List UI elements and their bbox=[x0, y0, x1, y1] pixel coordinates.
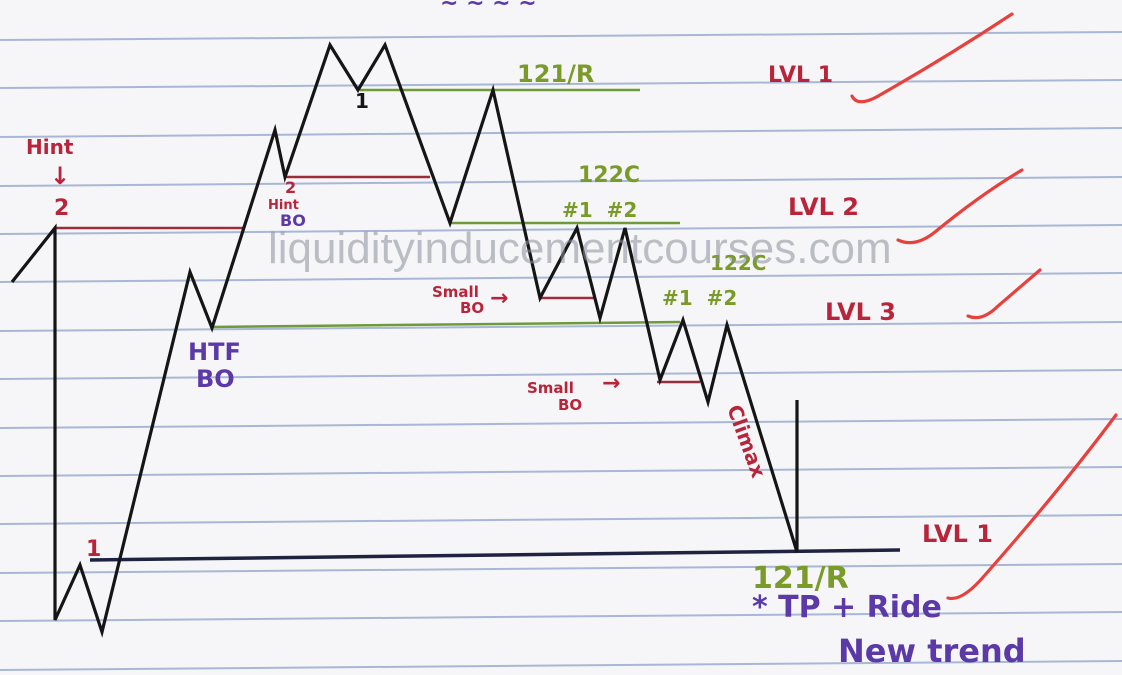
small-bo-1-label: Small bbox=[432, 283, 479, 301]
small-bo-2-label: Small bbox=[527, 379, 574, 397]
c122-b-label: 122C bbox=[710, 251, 766, 275]
check-mark-lvl2 bbox=[896, 168, 1024, 245]
c122-b-marks: #1 #2 bbox=[662, 286, 737, 310]
hint-label-top: Hint bbox=[26, 135, 74, 159]
htf-bo-label: BO bbox=[196, 365, 235, 393]
small-bo-1-label-b: BO bbox=[460, 299, 484, 317]
ruled-lines bbox=[0, 31, 1122, 671]
check-mark-lvl1-top bbox=[850, 12, 1014, 104]
r121-top-label: 121/R bbox=[517, 60, 594, 88]
small-bo-2-arrow: → bbox=[602, 371, 620, 396]
lvl1-top-label: LVL 1 bbox=[768, 63, 833, 88]
level-line-green-lvl3 bbox=[209, 320, 681, 329]
bo-hint-number: 2 bbox=[285, 178, 296, 197]
peak-tick-top: 1 bbox=[355, 89, 369, 113]
bottom-tick: 1 bbox=[86, 537, 101, 562]
lvl1-bottom-label: LVL 1 bbox=[922, 520, 993, 548]
check-mark-lvl1-bottom bbox=[946, 413, 1118, 601]
bo-label: BO bbox=[280, 211, 306, 230]
check-mark-lvl3 bbox=[966, 268, 1042, 320]
bo-hint-label: Hint bbox=[268, 198, 299, 213]
header-fragment: ~ ~ ~ ~ bbox=[440, 0, 537, 16]
lvl3-label: LVL 3 bbox=[825, 298, 896, 326]
hint-number: 2 bbox=[54, 196, 69, 221]
new-trend-label: New trend bbox=[838, 632, 1026, 670]
price-path bbox=[10, 41, 799, 638]
small-bo-2-label-b: BO bbox=[558, 396, 582, 414]
htf-label: HTF bbox=[188, 338, 241, 366]
tp-ride-label: * TP + Ride bbox=[752, 590, 942, 625]
level-line-navy-bottom bbox=[89, 548, 901, 562]
c122-a-label: 122C bbox=[578, 163, 640, 188]
r121-bottom-label: 121/R bbox=[752, 561, 849, 596]
c122-a-marks: #1 #2 bbox=[562, 198, 637, 222]
hint-arrow-down: ↓ bbox=[50, 162, 70, 190]
watermark: liquidityinducementcourses.com bbox=[268, 224, 892, 273]
lvl2-label: LVL 2 bbox=[788, 193, 859, 221]
small-bo-1-arrow: → bbox=[490, 286, 508, 311]
